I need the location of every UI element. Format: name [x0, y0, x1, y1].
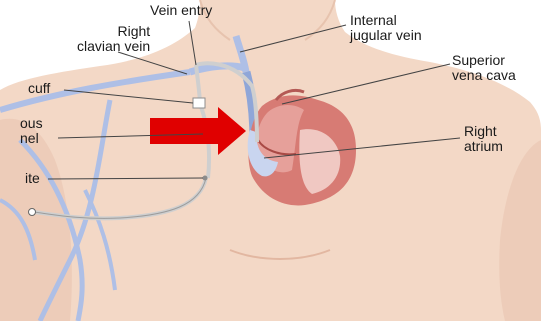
label-right-subclavian: Right clavian vein	[77, 24, 150, 54]
label-vein-entry: Vein entry	[150, 3, 212, 18]
label-superior-vena-cava: Superior vena cava	[452, 53, 516, 83]
label-right-subclavian-line1: Right	[77, 24, 150, 39]
label-internal-jugular-line2: jugular vein	[350, 28, 422, 43]
cuff-marker	[193, 98, 205, 108]
exit-site-marker	[203, 176, 208, 181]
label-right-atrium-line1: Right	[464, 124, 503, 139]
label-tunnel: ous nel	[20, 116, 43, 146]
label-tunnel-line1: ous	[20, 116, 43, 131]
label-internal-jugular: Internal jugular vein	[350, 13, 422, 43]
label-cuff: cuff	[28, 81, 50, 96]
catheter-end-cap	[29, 209, 36, 216]
label-right-atrium: Right atrium	[464, 124, 503, 154]
label-right-atrium-line2: atrium	[464, 139, 503, 154]
label-superior-vena-cava-line2: vena cava	[452, 68, 516, 83]
label-right-subclavian-line2: clavian vein	[77, 39, 150, 54]
label-exit-site: ite	[25, 171, 40, 186]
label-superior-vena-cava-line1: Superior	[452, 53, 516, 68]
label-tunnel-line2: nel	[20, 131, 43, 146]
label-internal-jugular-line1: Internal	[350, 13, 422, 28]
